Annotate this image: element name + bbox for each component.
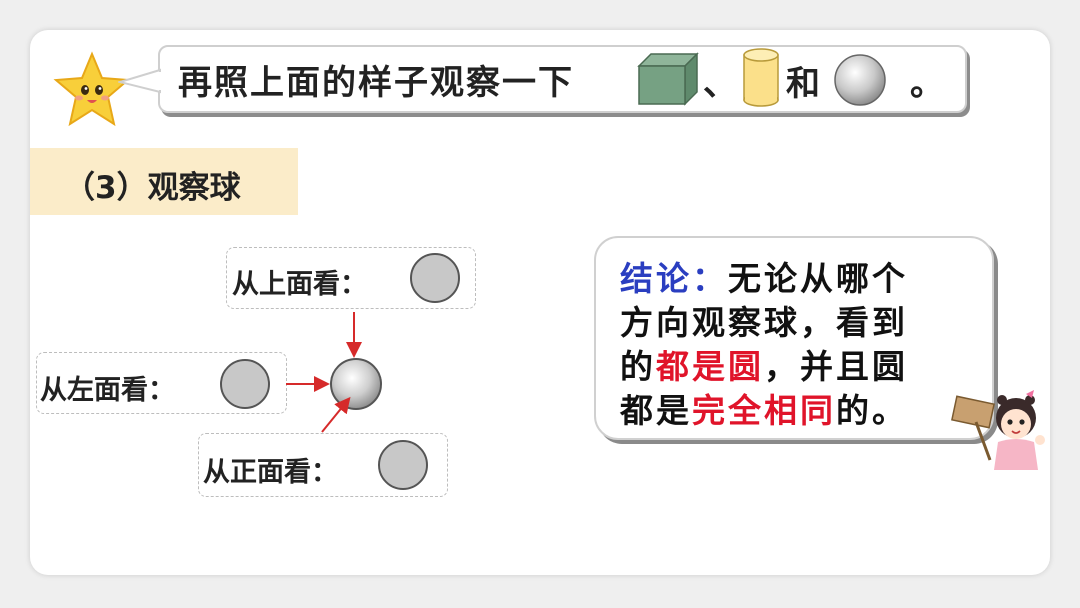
sphere-icon	[834, 54, 886, 106]
conclusion-text-3a: 的	[620, 347, 656, 386]
girl-mascot-icon	[951, 390, 1045, 470]
conclusion-highlight-1: 都是圆	[656, 347, 764, 386]
banner-and: 和	[786, 64, 820, 104]
cube-icon	[637, 52, 699, 106]
conclusion-line-1: 结论：无论从哪个	[620, 252, 908, 300]
front-view-circle	[378, 440, 428, 490]
conclusion-text-1: 无论从哪个	[728, 259, 908, 298]
conclusion-box: 结论：无论从哪个 方向观察球，看到 的都是圆，并且圆 都是完全相同的。	[594, 236, 994, 440]
conclusion-text-4b: 的。	[836, 391, 908, 430]
section-label-text: （3）观察球	[64, 170, 241, 206]
instruction-banner: 再照上面的样子观察一下	[158, 45, 967, 113]
conclusion-highlight-2: 完全相同	[692, 391, 836, 430]
speech-tail	[118, 68, 162, 94]
conclusion-line-4: 都是完全相同的。	[620, 384, 908, 432]
sphere-observation-diagram	[286, 312, 382, 433]
front-view-label: 从正面看：	[203, 457, 338, 488]
banner-period: 。	[910, 64, 944, 104]
conclusion-line-2: 方向观察球，看到	[620, 296, 908, 344]
conclusion-text-3b: ，并且圆	[764, 347, 908, 386]
banner-text: 再照上面的样子观察一下	[178, 55, 574, 104]
cylinder-icon	[743, 48, 779, 107]
conclusion-line-3: 的都是圆，并且圆	[620, 340, 908, 388]
conclusion-text-2: 方向观察球，看到	[620, 303, 908, 342]
star-mascot-icon	[53, 51, 131, 127]
conclusion-label: 结论：	[620, 259, 728, 298]
left-view-label: 从左面看：	[40, 375, 175, 406]
left-view-circle	[220, 359, 270, 409]
conclusion-text-4a: 都是	[620, 391, 692, 430]
top-view-label: 从上面看：	[232, 269, 367, 300]
section-label: （3）观察球	[30, 148, 298, 215]
top-view-circle	[410, 253, 460, 303]
banner-separator: 、	[703, 64, 737, 104]
banner-text-main: 再照上面的样子观察一下	[178, 63, 574, 103]
